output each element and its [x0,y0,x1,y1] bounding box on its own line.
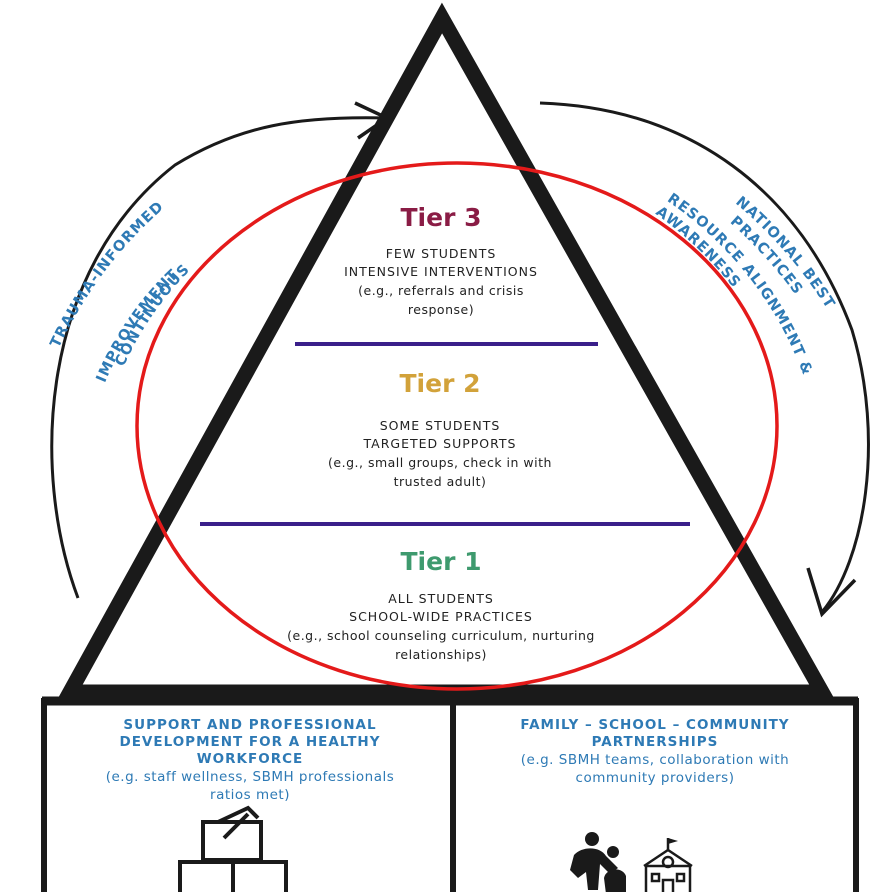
tier-3-example-1: (e.g., referrals and crisis [358,283,524,298]
foundation-right-text: FAMILY – SCHOOL – COMMUNITY PARTNERSHIPS… [520,717,789,786]
left-box-heading-3: WORKFORCE [197,751,303,767]
ballot-box-icon [178,805,288,892]
right-box-sub-1: (e.g. SBMH teams, collaboration with [521,752,789,768]
left-box-sub-2: ratios met) [210,787,290,803]
right-box-heading-1: FAMILY – SCHOOL – COMMUNITY [520,717,789,733]
foundation-right-box [450,698,859,892]
right-box-sub-2: community providers) [576,770,735,786]
tier-1-block: Tier 1 ALL STUDENTS SCHOOL-WIDE PRACTICE… [287,547,595,662]
tier-2-line-1: SOME STUDENTS [380,418,501,433]
label-trauma-informed: TRAUMA-INFORMED [48,198,168,350]
tier-3-example-2: response) [408,302,474,317]
family-school-icon [570,832,693,892]
tier-2-example-2: trusted adult) [394,474,487,489]
tier-1-example-2: relationships) [395,647,487,662]
tier-2-line-2: TARGETED SUPPORTS [363,436,517,451]
tier-3-line-1: FEW STUDENTS [386,246,497,261]
tier-3-line-2: INTENSIVE INTERVENTIONS [344,264,538,279]
right-cycle-arrow [539,101,870,613]
tier-2-title: Tier 2 [399,369,480,398]
left-box-heading-1: SUPPORT AND PROFESSIONAL [123,717,376,733]
left-box-heading-2: DEVELOPMENT FOR A HEALTHY [119,734,380,750]
tier-3-title: Tier 3 [400,203,481,232]
tier-1-line-2: SCHOOL-WIDE PRACTICES [349,609,533,624]
label-national-best-practices-1: NATIONAL BEST [732,194,837,312]
tier-1-line-1: ALL STUDENTS [388,591,494,606]
tier-2-block: Tier 2 SOME STUDENTS TARGETED SUPPORTS (… [328,369,552,489]
highlight-ellipse [135,161,779,691]
tier-3-block: Tier 3 FEW STUDENTS INTENSIVE INTERVENTI… [344,203,538,317]
right-arrow-head [806,567,857,618]
label-continuous-improvement-2: IMPROVEMENT [94,267,182,385]
left-cycle-arrow [50,116,386,599]
tier-1-title: Tier 1 [400,547,481,576]
right-box-heading-2: PARTNERSHIPS [592,734,719,750]
tier-1-example-1: (e.g., school counseling curriculum, nur… [287,628,595,643]
left-box-sub-1: (e.g. staff wellness, SBMH professionals [106,769,395,785]
foundation-left-text: SUPPORT AND PROFESSIONAL DEVELOPMENT FOR… [106,717,395,803]
tier-2-example-1: (e.g., small groups, check in with [328,455,552,470]
